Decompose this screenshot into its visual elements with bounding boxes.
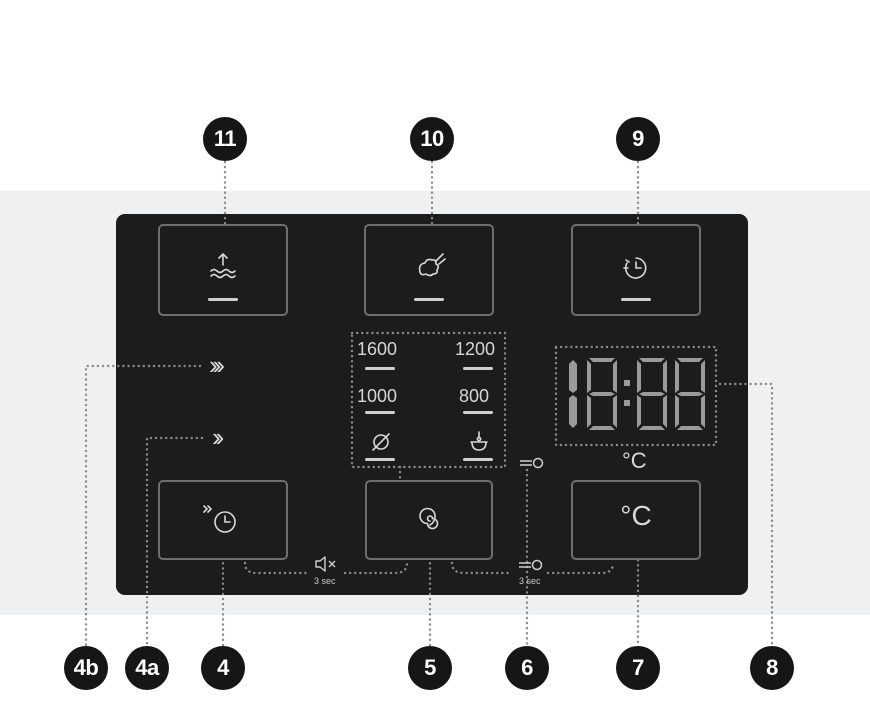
stain-button[interactable] <box>364 224 494 316</box>
drain-icon <box>470 431 488 451</box>
spin-speed-800: 800 <box>459 386 490 406</box>
callout-11: 11 <box>203 117 247 161</box>
lock-combo-bracket <box>450 561 615 575</box>
spin-1600-led <box>365 367 395 370</box>
callout-7: 7 <box>616 646 660 690</box>
spin-speed-1600: 1600 <box>357 339 398 359</box>
callout-4: 4 <box>201 646 245 690</box>
water-level-up-icon <box>210 252 236 279</box>
lock-hold-duration: 3 sec <box>519 576 541 586</box>
callout-4a: 4a <box>125 646 169 690</box>
fast-timer-icon <box>203 505 236 533</box>
spin-speed-1000: 1000 <box>357 386 398 406</box>
callout-5: 5 <box>408 646 452 690</box>
stain-led <box>414 298 444 301</box>
rinse-hold-led <box>208 298 238 301</box>
no-spin-led <box>365 458 395 461</box>
leader-8 <box>718 382 774 648</box>
callout-4b: 4b <box>64 646 108 690</box>
delay-timer-led <box>621 298 651 301</box>
spin-button[interactable] <box>365 480 493 560</box>
time-display <box>569 358 705 430</box>
no-spin-icon <box>372 433 390 451</box>
leader-4b <box>84 364 202 648</box>
timer-icon <box>623 257 647 279</box>
mute-icon <box>315 556 336 572</box>
stain-icon <box>418 253 446 277</box>
spin-speed-1200: 1200 <box>455 339 496 359</box>
speed-perfect-arrows: ››› <box>209 350 225 380</box>
drain-led <box>463 458 493 461</box>
spin-800-led <box>463 411 493 414</box>
callout-8: 8 <box>750 646 794 690</box>
spin-options-box <box>350 331 507 469</box>
mute-hold-duration: 3 sec <box>314 576 336 586</box>
key-lock-icon <box>519 559 543 571</box>
spin-spiral-icon <box>419 507 439 530</box>
rinse-hold-button[interactable] <box>158 224 288 316</box>
mute-combo-bracket <box>243 561 409 575</box>
display-temperature-unit: °C <box>622 448 647 473</box>
delay-timer-button[interactable] <box>571 224 701 316</box>
display-box <box>554 345 718 447</box>
child-lock-indicator-icon <box>520 457 544 469</box>
callout-9: 9 <box>616 117 660 161</box>
leader-4a <box>145 436 204 648</box>
temperature-button-label: °C <box>620 500 652 531</box>
end-time-button[interactable] <box>158 480 288 560</box>
display-digits <box>569 358 705 430</box>
temperature-button[interactable]: °C <box>571 480 701 560</box>
callout-10: 10 <box>410 117 454 161</box>
spin-1200-led <box>463 367 493 370</box>
spin-1000-led <box>365 411 395 414</box>
speed-perfect-plus-arrows: ›› <box>212 422 225 452</box>
callout-6: 6 <box>505 646 549 690</box>
